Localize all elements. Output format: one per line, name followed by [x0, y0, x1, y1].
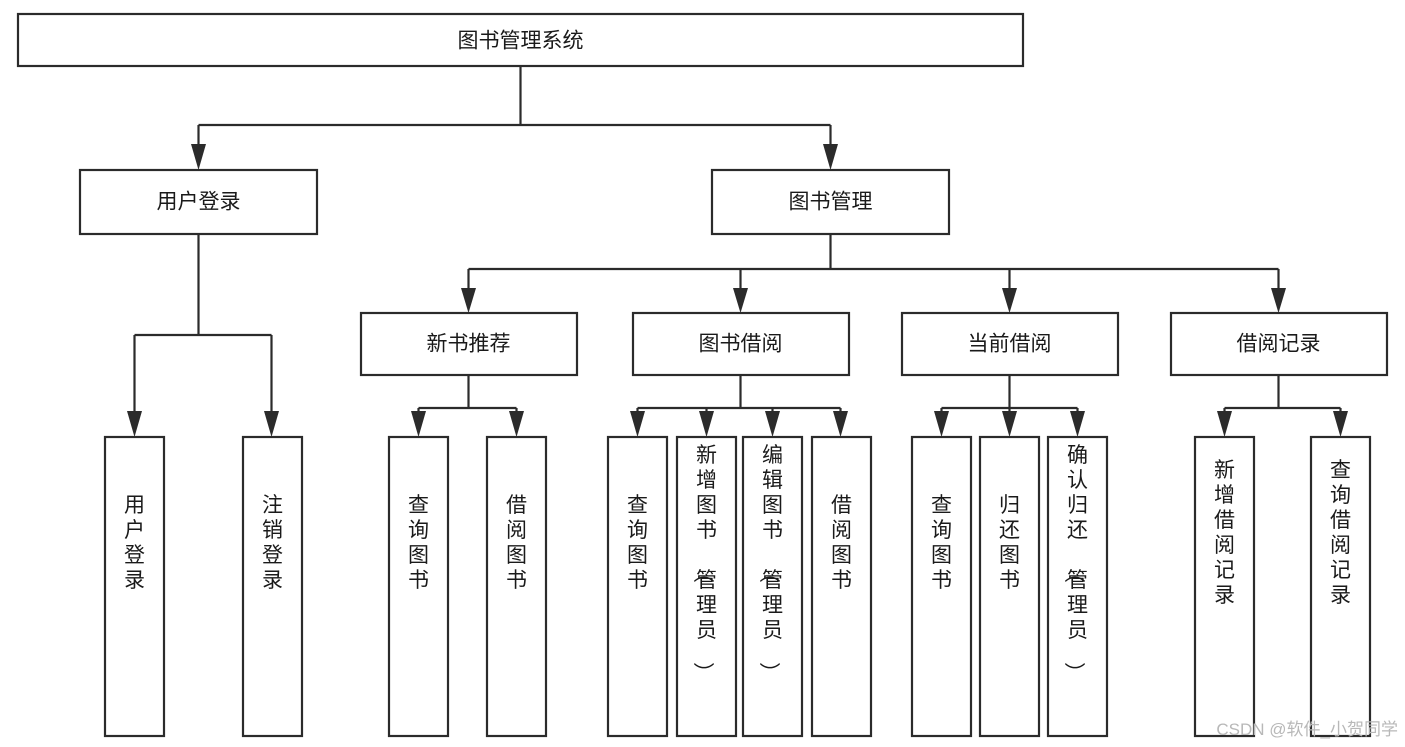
node-leaf-query-book-2[interactable]: 查询图书	[606, 435, 669, 738]
node-leaf-add-record-label: 新增借阅记录	[1214, 459, 1235, 607]
node-leaf-user-login-box	[103, 435, 166, 738]
node-root[interactable]: 图书管理系统	[16, 12, 1025, 68]
node-leaf-query-book-2-box	[606, 435, 669, 738]
arrow-head-leaf-edit-book	[765, 411, 780, 437]
arrow-head-leaf-add-record	[1217, 411, 1232, 437]
node-root-label: 图书管理系统	[458, 30, 584, 53]
node-user-login-label: 用户登录	[157, 191, 241, 214]
arrow-head-leaf-query-book-2	[630, 411, 645, 437]
node-leaf-return-book-label: 归还图书	[999, 494, 1020, 592]
arrow-head-leaf-borrow-book-2	[833, 411, 848, 437]
arrow-head-borrow-record	[1271, 288, 1286, 313]
node-leaf-borrow-book-1-label: 借阅图书	[506, 494, 527, 592]
arrow-head-new-book-recommend	[461, 288, 476, 313]
arrow-head-leaf-return-book	[1002, 411, 1017, 437]
node-leaf-borrow-book-2[interactable]: 借阅图书	[810, 435, 873, 738]
node-book-manage-box	[710, 168, 951, 236]
node-leaf-query-book-1-box	[387, 435, 450, 738]
node-leaf-return-book-box	[978, 435, 1041, 738]
node-leaf-query-record-label: 查询借阅记录	[1330, 459, 1351, 607]
node-leaf-query-book-3[interactable]: 查询图书	[910, 435, 973, 738]
node-leaf-logout-box	[241, 435, 304, 738]
node-book-manage-label: 图书管理	[789, 191, 873, 214]
node-leaf-edit-book-label: 编辑图书（管理员）	[757, 444, 783, 683]
node-leaf-add-record[interactable]: 新增借阅记录	[1193, 435, 1256, 738]
arrow-head-current-borrow	[1002, 288, 1017, 313]
node-book-borrow[interactable]: 图书借阅	[631, 311, 851, 377]
connector-group	[127, 66, 1348, 437]
node-book-borrow-box	[631, 311, 851, 377]
node-leaf-edit-book[interactable]: 编辑图书（管理员）	[741, 435, 804, 738]
node-book-manage[interactable]: 图书管理	[710, 168, 951, 236]
arrow-head-leaf-user-login	[127, 411, 142, 437]
node-leaf-add-record-box	[1193, 435, 1256, 738]
arrow-head-leaf-query-book-3	[934, 411, 949, 437]
node-leaf-confirm-return-label: 确认归还（管理员）	[1062, 444, 1088, 683]
node-leaf-add-book[interactable]: 新增图书（管理员）	[675, 435, 738, 738]
node-new-book-recommend[interactable]: 新书推荐	[359, 311, 579, 377]
node-new-book-recommend-label: 新书推荐	[427, 333, 511, 356]
node-leaf-user-login[interactable]: 用户登录	[103, 435, 166, 738]
node-leaf-query-book-1[interactable]: 查询图书	[387, 435, 450, 738]
arrow-head-leaf-confirm-return	[1070, 411, 1085, 437]
node-leaf-query-record-box	[1309, 435, 1372, 738]
arrow-head-book-manage	[823, 144, 838, 170]
node-leaf-edit-book-box	[741, 435, 804, 738]
node-leaf-borrow-book-2-box	[810, 435, 873, 738]
node-leaf-query-book-3-box	[910, 435, 973, 738]
node-borrow-record-label: 借阅记录	[1237, 333, 1321, 356]
node-leaf-confirm-return[interactable]: 确认归还（管理员）	[1046, 435, 1109, 738]
node-user-login[interactable]: 用户登录	[78, 168, 319, 236]
arrow-head-leaf-query-book-1	[411, 411, 426, 437]
node-leaf-query-book-1-label: 查询图书	[408, 494, 429, 592]
node-root-box	[16, 12, 1025, 68]
node-leaf-query-record[interactable]: 查询借阅记录	[1309, 435, 1372, 738]
arrow-head-leaf-query-record	[1333, 411, 1348, 437]
node-book-borrow-label: 图书借阅	[699, 333, 783, 356]
node-current-borrow[interactable]: 当前借阅	[900, 311, 1120, 377]
node-current-borrow-label: 当前借阅	[968, 333, 1052, 356]
arrow-head-leaf-borrow-book-1	[509, 411, 524, 437]
node-leaf-logout-label: 注销登录	[262, 494, 283, 592]
node-leaf-query-book-3-label: 查询图书	[931, 494, 952, 592]
node-current-borrow-box	[900, 311, 1120, 377]
csdn-watermark: CSDN @软件_小贺同学	[1216, 720, 1398, 739]
node-leaf-add-book-label: 新增图书（管理员）	[691, 444, 717, 683]
arrow-head-leaf-logout	[264, 411, 279, 437]
node-leaf-confirm-return-box	[1046, 435, 1109, 738]
node-leaf-add-book-box	[675, 435, 738, 738]
node-user-login-box	[78, 168, 319, 236]
arrow-head-leaf-add-book	[699, 411, 714, 437]
node-leaf-borrow-book-2-label: 借阅图书	[831, 494, 852, 592]
arrow-head-user-login	[191, 144, 206, 170]
node-leaf-query-book-2-label: 查询图书	[627, 494, 648, 592]
arrow-head-book-borrow	[733, 288, 748, 313]
node-borrow-record[interactable]: 借阅记录	[1169, 311, 1389, 377]
node-leaf-borrow-book-1[interactable]: 借阅图书	[485, 435, 548, 738]
node-leaf-borrow-book-1-box	[485, 435, 548, 738]
node-leaf-logout[interactable]: 注销登录	[241, 435, 304, 738]
node-leaf-user-login-label: 用户登录	[124, 494, 145, 592]
node-new-book-recommend-box	[359, 311, 579, 377]
node-borrow-record-box	[1169, 311, 1389, 377]
node-leaf-return-book[interactable]: 归还图书	[978, 435, 1041, 738]
